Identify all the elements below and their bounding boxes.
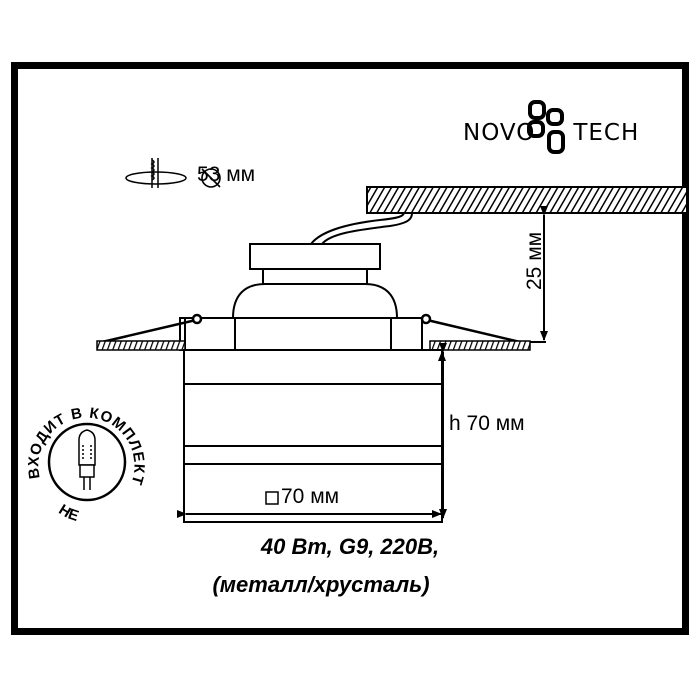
badge-text-bottom: НЕ bbox=[56, 501, 81, 525]
ceiling-panel-right bbox=[429, 340, 531, 351]
spec-power: 40 Вт, G9, 220В, bbox=[260, 534, 440, 559]
spring-clip-left bbox=[101, 313, 203, 344]
driver-box bbox=[249, 243, 381, 270]
spring-clip-right bbox=[420, 313, 521, 344]
lamp-housing bbox=[232, 283, 398, 319]
square-icon bbox=[265, 491, 279, 505]
recess-depth-label: 25 мм bbox=[523, 231, 546, 290]
ceiling-panel-left bbox=[96, 340, 186, 351]
cutout-diameter-label: 53 мм bbox=[197, 163, 256, 186]
lamp-not-included-badge: ВХОДИТ В КОМПЛЕКТ НЕ bbox=[25, 405, 146, 525]
novotech-logo-icon bbox=[527, 100, 565, 154]
height-label: h 70 мм bbox=[449, 412, 525, 435]
ceiling-cutout-icon bbox=[125, 158, 187, 188]
spec-material: (металл/хрусталь) bbox=[212, 572, 430, 597]
diameter-icon bbox=[201, 168, 221, 188]
dimension-recess bbox=[530, 206, 548, 343]
g9-bulb-icon bbox=[78, 429, 96, 490]
width-label: 70 мм bbox=[281, 485, 340, 508]
svg-text:НЕ: НЕ bbox=[56, 501, 81, 525]
power-cable bbox=[310, 212, 405, 245]
ceiling-slab bbox=[366, 186, 688, 214]
crystal-body bbox=[183, 349, 443, 523]
diagram-frame bbox=[11, 62, 689, 635]
